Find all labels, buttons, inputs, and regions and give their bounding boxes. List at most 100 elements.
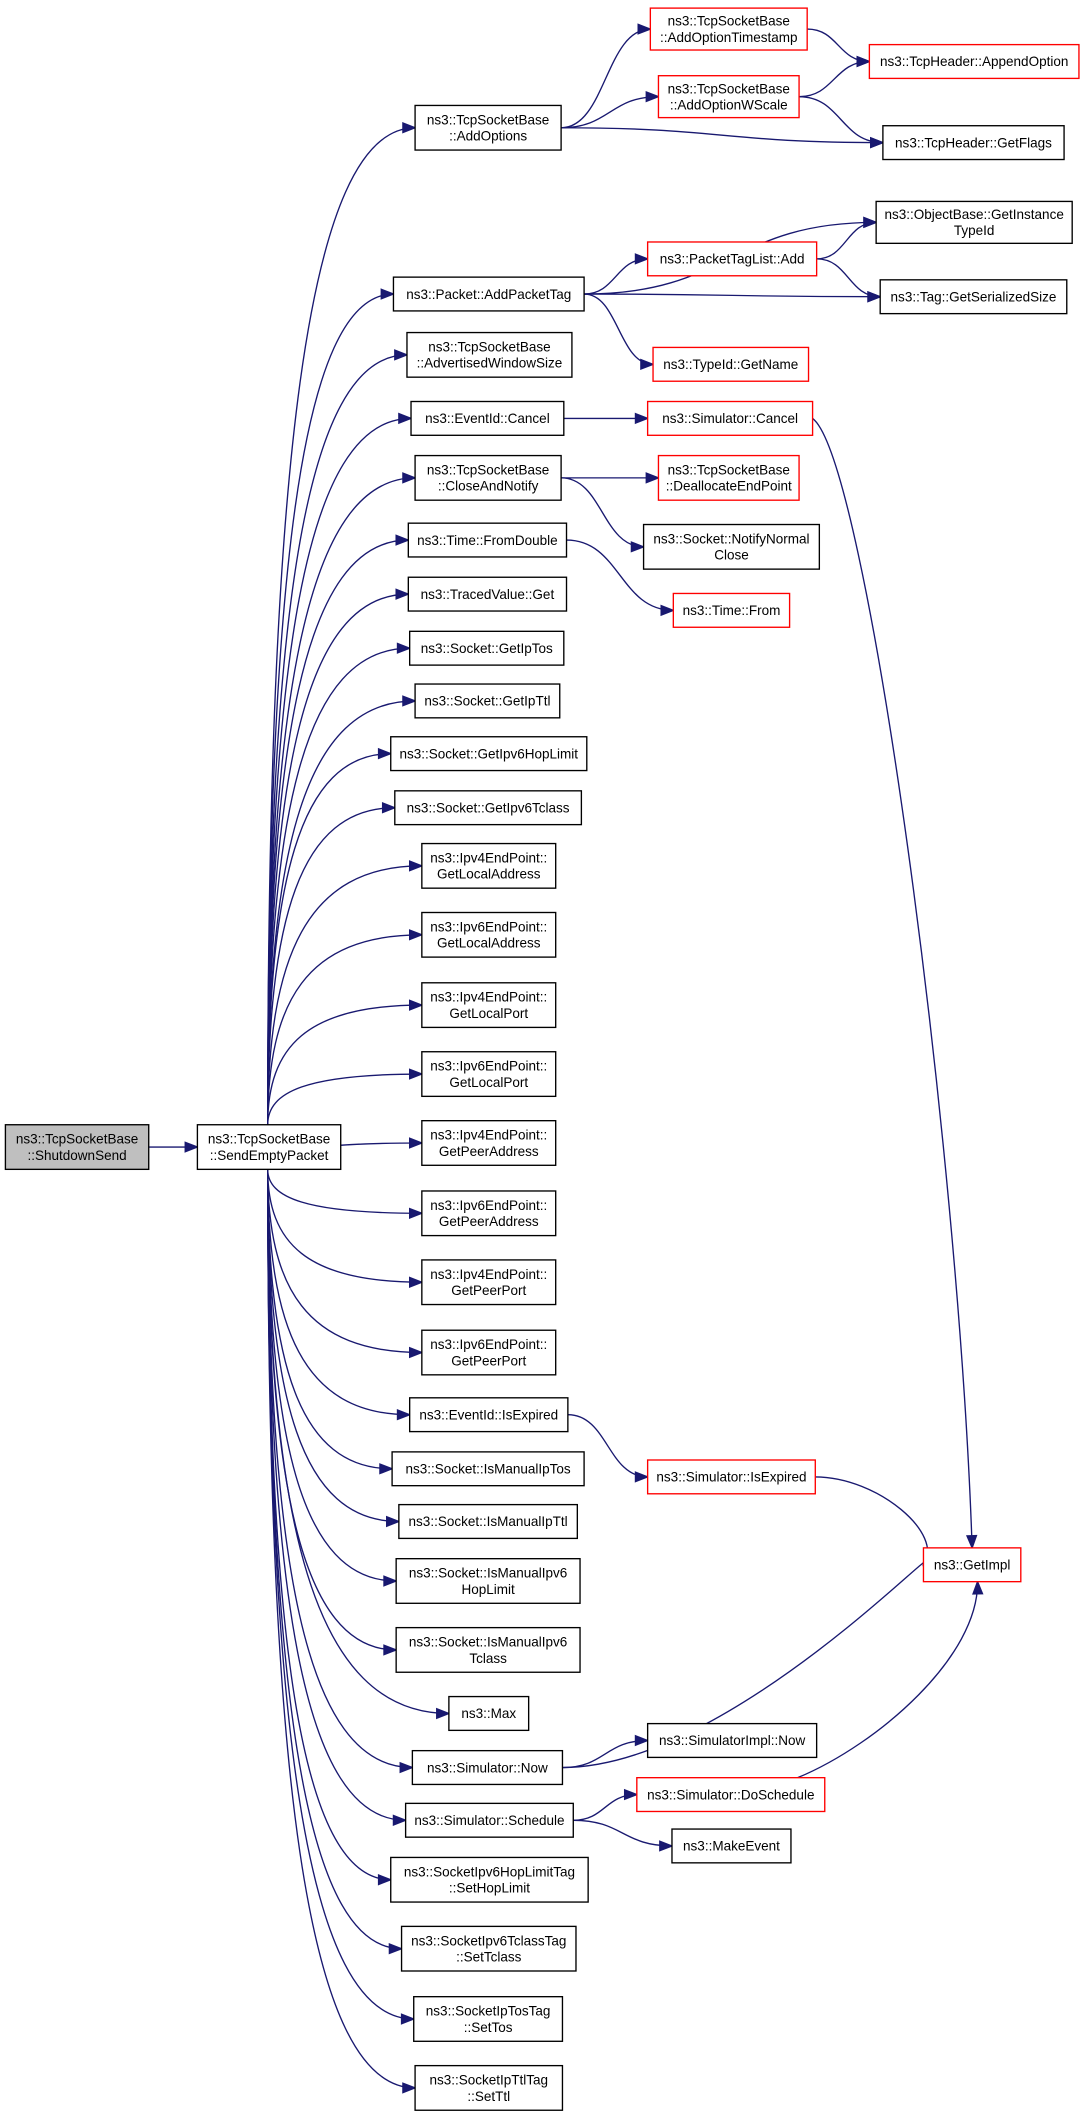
arrowhead <box>972 1579 984 1595</box>
node-tcpsocketbase-sendemptypacket[interactable]: ns3::TcpSocketBase::SendEmptyPacket <box>196 1124 342 1171</box>
node-ipv4endpoint-getlocalport[interactable]: ns3::Ipv4EndPoint::GetLocalPort <box>421 982 557 1029</box>
node-socketipv6tclasstag-settclass[interactable]: ns3::SocketIpv6TclassTag::SetTclass <box>400 1925 577 1972</box>
arrowhead <box>383 1644 399 1656</box>
node-simulator-isexpired[interactable]: ns3::Simulator::IsExpired <box>646 1459 816 1495</box>
node-typeid-getname[interactable]: ns3::TypeId::GetName <box>652 346 810 382</box>
node-box <box>390 1856 589 1903</box>
node-label: ns3::Ipv4EndPoint:: <box>430 850 547 865</box>
node-box <box>448 1695 530 1732</box>
node-packettaglist-add[interactable]: ns3::PacketTagList::Add <box>646 241 818 277</box>
edge <box>562 1561 926 1769</box>
node-tcpsocketbase-addoptions[interactable]: ns3::TcpSocketBase::AddOptions <box>414 104 562 151</box>
node-label: ns3::SocketIpv6HopLimitTag <box>404 1864 575 1879</box>
node-tcpheader-appendoption[interactable]: ns3::TcpHeader::AppendOption <box>868 43 1080 80</box>
node-socket-getiptos[interactable]: ns3::Socket::GetIpTos <box>408 630 565 666</box>
arrowhead <box>399 1761 415 1774</box>
node-simulatorimpl-now[interactable]: ns3::SimulatorImpl::Now <box>646 1722 818 1759</box>
node-time-fromdouble[interactable]: ns3::Time::FromDouble <box>407 522 568 558</box>
edge <box>267 1169 410 1416</box>
node-label: ns3::Socket::IsManualIpTtl <box>409 1514 568 1529</box>
node-tcpsocketbase-deallocateendpoint[interactable]: ns3::TcpSocketBase::DeallocateEndPoint <box>657 454 800 501</box>
node-tcpsocketbase-advertisedwindowsize[interactable]: ns3::TcpSocketBase::AdvertisedWindowSize <box>406 331 573 378</box>
arrowhead <box>867 291 883 303</box>
node-tracedvalue-get[interactable]: ns3::TracedValue::Get <box>407 576 568 612</box>
node-eventid-cancel[interactable]: ns3::EventId::Cancel <box>410 400 565 436</box>
arrowhead <box>645 90 661 103</box>
node-makeevent[interactable]: ns3::MakeEvent <box>671 1828 792 1864</box>
node-socket-ismanualipttl[interactable]: ns3::Socket::IsManualIpTtl <box>398 1503 579 1540</box>
edge <box>799 95 883 144</box>
edge <box>267 593 409 1125</box>
arrowhead <box>408 860 424 872</box>
node-ipv4endpoint-getlocaladdress[interactable]: ns3::Ipv4EndPoint::GetLocalAddress <box>421 842 557 889</box>
node-socketipv6hoplimittag-sethoplimit[interactable]: ns3::SocketIpv6HopLimitTag::SetHopLimit <box>390 1856 589 1903</box>
node-tcpsocketbase-addoptionwscale[interactable]: ns3::TcpSocketBase::AddOptionWScale <box>657 75 800 119</box>
node-label: ns3::Simulator::Now <box>427 1760 548 1775</box>
edge <box>267 1169 397 1651</box>
node-label: ns3::TcpSocketBase <box>16 1132 138 1147</box>
node-tag-getserializedsize[interactable]: ns3::Tag::GetSerializedSize <box>879 279 1068 315</box>
node-socketiptostag-settos[interactable]: ns3::SocketIpTosTag::SetTos <box>413 1996 564 2042</box>
node-eventid-isexpired[interactable]: ns3::EventId::IsExpired <box>408 1397 569 1433</box>
node-packet-addpackettag[interactable]: ns3::Packet::AddPacketTag <box>392 276 585 312</box>
node-tcpsocketbase-closeandnotify[interactable]: ns3::TcpSocketBase::CloseAndNotify <box>414 454 562 501</box>
node-box <box>395 1558 581 1604</box>
edge <box>561 28 651 129</box>
node-label: ns3::TcpSocketBase <box>668 81 790 96</box>
node-box <box>868 43 1080 80</box>
edge <box>561 477 644 548</box>
node-ipv4endpoint-getpeeraddress[interactable]: ns3::Ipv4EndPoint::GetPeerAddress <box>421 1120 557 1166</box>
arrowhead <box>394 349 409 361</box>
arrowhead <box>402 472 417 484</box>
node-label: ns3::TcpSocketBase <box>428 339 550 354</box>
node-simulator-now[interactable]: ns3::Simulator::Now <box>411 1749 564 1786</box>
edge <box>267 127 416 1125</box>
node-label: ns3::Socket::GetIpTos <box>421 641 553 656</box>
node-simulator-schedule[interactable]: ns3::Simulator::Schedule <box>404 1802 574 1838</box>
arrowhead <box>634 1734 650 1747</box>
node-time-from[interactable]: ns3::Time::From <box>672 592 791 628</box>
node-socket-ismanualiptos[interactable]: ns3::Socket::IsManualIpTos <box>391 1451 585 1487</box>
node-box <box>421 911 557 958</box>
edge <box>267 1169 393 1470</box>
node-label: ns3::SocketIpv6TclassTag <box>411 1933 566 1948</box>
node-ipv4endpoint-getpeerport[interactable]: ns3::Ipv4EndPoint::GetPeerPort <box>421 1259 557 1306</box>
node-label: GetPeerPort <box>451 1283 526 1298</box>
node-box <box>408 630 565 666</box>
node-simulator-doschedule[interactable]: ns3::Simulator::DoSchedule <box>636 1777 826 1813</box>
node-ipv6endpoint-getpeerport[interactable]: ns3::Ipv6EndPoint::GetPeerPort <box>421 1329 557 1376</box>
arrowhead <box>396 642 412 654</box>
edge <box>815 1476 929 1566</box>
node-box <box>400 1925 577 1972</box>
arrowhead <box>436 1707 451 1720</box>
node-box <box>421 1120 557 1166</box>
edge <box>267 539 409 1125</box>
node-label: GetPeerAddress <box>439 1144 539 1159</box>
node-getimpl[interactable]: ns3::GetImpl <box>922 1547 1022 1583</box>
node-tcpsocketbase-addoptiontimestamp[interactable]: ns3::TcpSocketBase::AddOptionTimestamp <box>649 7 808 51</box>
node-socket-getipv6tclass[interactable]: ns3::Socket::GetIpv6Tclass <box>394 790 583 826</box>
node-socketipttltag-setttl[interactable]: ns3::SocketIpTtlTag::SetTtl <box>414 2064 564 2111</box>
node-label: ns3::GetImpl <box>934 1557 1011 1572</box>
node-max[interactable]: ns3::Max <box>448 1695 530 1732</box>
node-label: ns3::Socket::GetIpTtl <box>424 694 550 709</box>
node-tcpheader-getflags[interactable]: ns3::TcpHeader::GetFlags <box>882 125 1065 161</box>
node-ipv6endpoint-getpeeraddress[interactable]: ns3::Ipv6EndPoint::GetPeerAddress <box>421 1190 557 1237</box>
node-box <box>875 200 1073 245</box>
edge <box>816 258 881 298</box>
node-socket-getipv6hoplimit[interactable]: ns3::Socket::GetIpv6HopLimit <box>390 736 588 772</box>
node-label: ns3::Simulator::DoSchedule <box>647 1787 814 1802</box>
node-ipv6endpoint-getlocalport[interactable]: ns3::Ipv6EndPoint::GetLocalPort <box>421 1051 557 1098</box>
arrowhead <box>630 541 646 553</box>
node-label: ns3::Tag::GetSerializedSize <box>891 289 1057 304</box>
edge <box>267 477 416 1125</box>
node-ipv6endpoint-getlocaladdress[interactable]: ns3::Ipv6EndPoint::GetLocalAddress <box>421 911 557 958</box>
node-label: ns3::Socket::GetIpv6Tclass <box>407 800 570 815</box>
arrowhead <box>381 802 397 814</box>
node-socket-getipttl[interactable]: ns3::Socket::GetIpTtl <box>414 683 561 719</box>
node-simulator-cancel[interactable]: ns3::Simulator::Cancel <box>646 400 814 436</box>
